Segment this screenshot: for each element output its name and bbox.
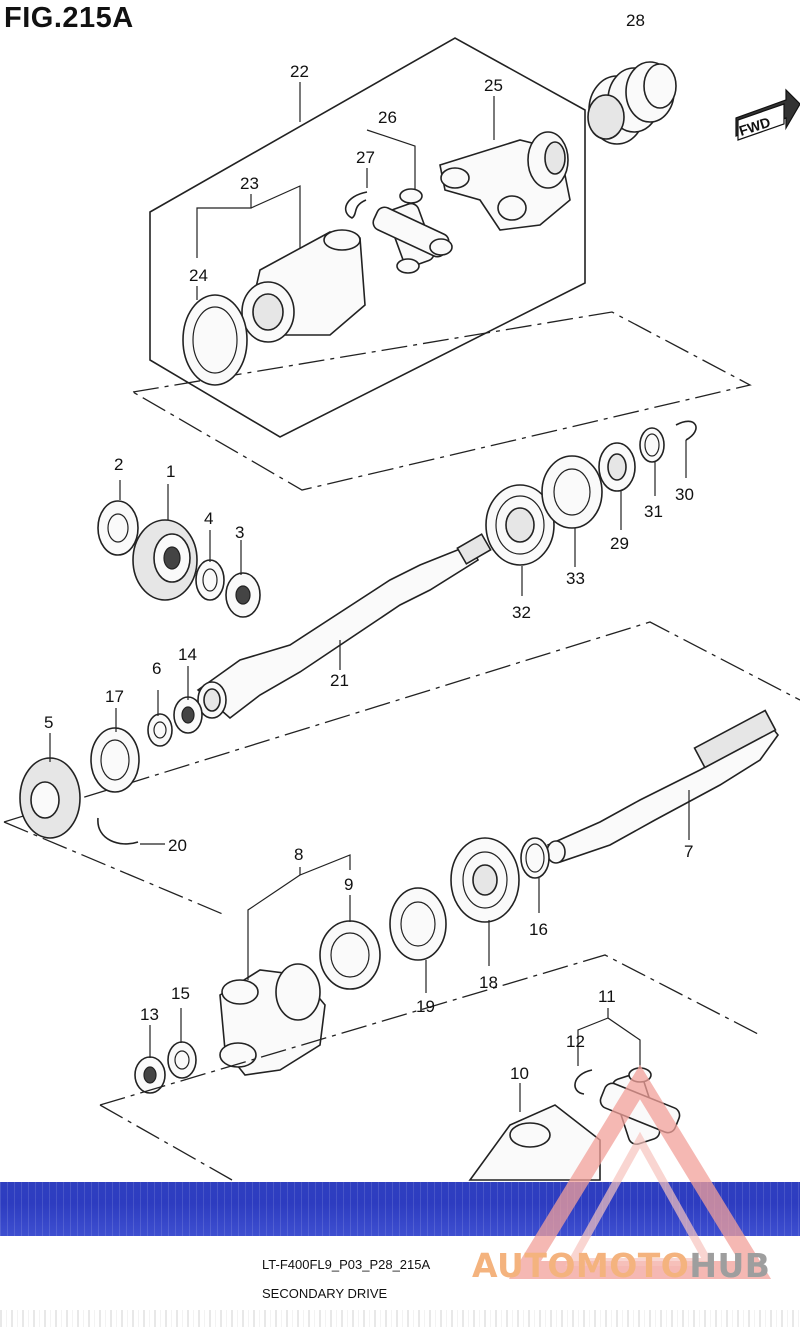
blue-scan-band xyxy=(0,1182,800,1236)
bearing-part-32 xyxy=(485,484,555,566)
callout-10: 10 xyxy=(510,1064,529,1083)
yoke-part-25 xyxy=(439,131,571,231)
shaft-part-21 xyxy=(196,533,492,720)
callout-27: 27 xyxy=(356,148,375,167)
callout-29: 29 xyxy=(610,534,629,553)
watermark-text: AUTOMOTOHUB xyxy=(472,1246,770,1285)
yoke-part-23 xyxy=(241,229,366,343)
yoke-part-8 xyxy=(219,963,326,1076)
seal-part-24 xyxy=(182,294,248,386)
washer-part-2 xyxy=(97,500,139,556)
callout-32: 32 xyxy=(512,603,531,622)
callout-4: 4 xyxy=(204,509,213,528)
washer-part-4 xyxy=(195,559,225,601)
callout-9: 9 xyxy=(344,875,353,894)
watermark-part1: AUTOMOTO xyxy=(472,1246,690,1285)
callout-16: 16 xyxy=(529,920,548,939)
circlip-part-16 xyxy=(520,837,550,879)
gear-part-5 xyxy=(19,757,81,839)
callout-21: 21 xyxy=(330,671,349,690)
gear-part-1 xyxy=(132,519,198,601)
callout-30: 30 xyxy=(675,485,694,504)
callout-6: 6 xyxy=(152,659,161,678)
scan-noise xyxy=(0,1310,800,1327)
callout-1: 1 xyxy=(166,462,175,481)
nut-part-14 xyxy=(173,696,203,734)
callout-33: 33 xyxy=(566,569,585,588)
nut-part-13 xyxy=(134,1056,166,1094)
seal-part-19 xyxy=(389,887,447,961)
figure-code: LT-F400FL9_P03_P28_215A xyxy=(262,1257,431,1272)
group-outline-middle xyxy=(3,621,800,916)
callout-3: 3 xyxy=(235,523,244,542)
collar-part-29 xyxy=(598,442,636,492)
callout-20: 20 xyxy=(168,836,187,855)
callout-22: 22 xyxy=(290,62,309,81)
clip-part-27 xyxy=(344,191,368,219)
watermark-part2: HUB xyxy=(689,1246,771,1285)
spider-part-26 xyxy=(372,188,453,274)
callout-23: 23 xyxy=(240,174,259,193)
circlip-part-30 xyxy=(675,420,697,441)
callout-17: 17 xyxy=(105,687,124,706)
clip-part-12 xyxy=(574,1069,593,1095)
callout-24: 24 xyxy=(189,266,208,285)
boot-part-28 xyxy=(587,61,677,145)
callout-12: 12 xyxy=(566,1032,585,1051)
fwd-arrow-icon: FWD xyxy=(735,88,800,141)
callout-31: 31 xyxy=(644,502,663,521)
leader-lines-upper xyxy=(196,82,495,300)
spider-part-11 xyxy=(599,1067,681,1145)
washer-part-15 xyxy=(167,1041,197,1079)
circlip-part-20 xyxy=(97,817,139,845)
callout-19: 19 xyxy=(416,997,435,1016)
shaft-part-7 xyxy=(546,709,780,864)
group-outline-22 xyxy=(132,37,752,491)
callout-14: 14 xyxy=(178,645,197,664)
seal-part-9 xyxy=(319,920,381,990)
callout-28: 28 xyxy=(626,11,645,30)
washer-part-6 xyxy=(147,713,173,747)
callout-18: 18 xyxy=(479,973,498,992)
callout-11: 11 xyxy=(598,987,616,1006)
figure-name: SECONDARY DRIVE xyxy=(262,1286,388,1301)
group-outline-lower xyxy=(99,954,761,1181)
seal-part-33 xyxy=(541,455,603,529)
callout-8: 8 xyxy=(294,845,303,864)
bearing-part-17 xyxy=(90,727,140,793)
callout-2: 2 xyxy=(114,455,123,474)
circlip-part-31 xyxy=(639,427,665,463)
yoke-part-10 xyxy=(468,1104,601,1181)
nut-part-3 xyxy=(225,572,261,618)
callout-5: 5 xyxy=(44,713,53,732)
bearing-part-18 xyxy=(450,837,520,923)
callout-25: 25 xyxy=(484,76,503,95)
leader-lines-lower xyxy=(49,440,690,1112)
figure-title: FIG.215A xyxy=(4,2,134,34)
callout-26: 26 xyxy=(378,108,397,127)
callout-7: 7 xyxy=(684,842,693,861)
callout-15: 15 xyxy=(171,984,190,1003)
callout-13: 13 xyxy=(140,1005,159,1024)
